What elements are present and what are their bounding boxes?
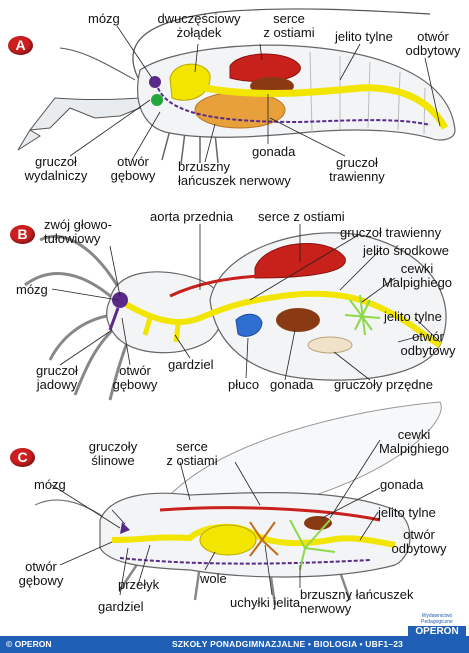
label-a-lancuszek: brzuszny łańcuszek nerwowy: [178, 160, 291, 188]
label-b-zwoj-line1: zwój głowo-: [44, 218, 112, 232]
panel-letter-a: A: [8, 36, 33, 55]
label-b-otwor-gebowy-line2: gębowy: [107, 378, 163, 392]
label-c-otwor-gebowy-line1: otwór: [14, 560, 68, 574]
label-b-cewki-line2: Malpighiego: [376, 276, 458, 290]
label-b-otwor-gebowy-line1: otwór: [107, 364, 163, 378]
label-a-gruczol-trawienny: gruczoł trawienny: [325, 156, 389, 184]
label-c-cewki-line1: cewki: [372, 428, 456, 442]
label-b-pluco: płuco: [228, 378, 259, 392]
label-b-serce: serce z ostiami: [258, 210, 345, 224]
label-a-gruczol-wydalniczy-line1: gruczoł: [16, 155, 96, 169]
label-a-zoladek-line2: żołądek: [150, 26, 248, 40]
label-a-mozg: mózg: [88, 12, 120, 26]
label-c-lancuszek: brzuszny łańcuszek nerwowy: [300, 588, 413, 616]
label-b-otwor-odbytowy-line2: odbytowy: [396, 344, 460, 358]
label-a-jelito-tylne: jelito tylne: [335, 30, 393, 44]
label-c-serce-line1: serce: [155, 440, 229, 454]
publisher-logo: Wydawnictwo Pedagogiczne OPERON: [408, 613, 466, 638]
panel-letter-b: B: [10, 225, 35, 244]
label-c-lancuszek-line2: nerwowy: [300, 602, 413, 616]
label-c-gruczoly-slinowe-line1: gruczoły: [82, 440, 144, 454]
label-a-serce: serce z ostiami: [258, 12, 320, 40]
label-c-otwor-gebowy: otwór gębowy: [14, 560, 68, 588]
label-c-serce: serce z ostiami: [155, 440, 229, 468]
label-b-cewki-line1: cewki: [376, 262, 458, 276]
label-b-jelito-tylne: jelito tylne: [384, 310, 442, 324]
footer-series: SZKOŁY PONADGIMNAZJALNE • BIOLOGIA • UBF…: [172, 636, 403, 653]
label-b-otwor-odbytowy-line1: otwór: [396, 330, 460, 344]
label-b-otwor-gebowy: otwór gębowy: [107, 364, 163, 392]
label-b-gruczol-jadowy-line1: gruczoł: [26, 364, 88, 378]
label-c-otwor-odbytowy: otwór odbytowy: [384, 528, 454, 556]
label-a-otwor-odbytowy-line2: odbytowy: [400, 44, 466, 58]
label-b-mozg: mózg: [16, 283, 48, 297]
label-a-gruczol-trawienny-line1: gruczoł: [325, 156, 389, 170]
label-c-serce-line2: z ostiami: [155, 454, 229, 468]
label-b-gruczoly-przedne: gruczoły przędne: [334, 378, 433, 392]
label-a-lancuszek-line1: brzuszny: [178, 160, 291, 174]
label-c-wole: wole: [200, 572, 227, 586]
label-c-otwor-gebowy-line2: gębowy: [14, 574, 68, 588]
label-b-zwoj: zwój głowo- tułowiowy: [44, 218, 112, 246]
label-c-jelito-tylne: jelito tylne: [378, 506, 436, 520]
label-c-otwor-odbytowy-line2: odbytowy: [384, 542, 454, 556]
label-b-gonada: gonada: [270, 378, 313, 392]
label-a-otwor-gebowy-line1: otwór: [105, 155, 161, 169]
label-c-cewki-line2: Malpighiego: [372, 442, 456, 456]
label-a-otwor-gebowy: otwór gębowy: [105, 155, 161, 183]
label-c-uchylki: uchyłki jelita: [230, 596, 300, 610]
label-b-zwoj-line2: tułowiowy: [44, 232, 112, 246]
label-c-gardziel: gardziel: [98, 600, 144, 614]
label-a-gruczol-trawienny-line2: trawienny: [325, 170, 389, 184]
label-a-zoladek-line1: dwuczęściowy: [150, 12, 248, 26]
label-c-gonada: gonada: [380, 478, 423, 492]
footer-bar: © OPERON SZKOŁY PONADGIMNAZJALNE • BIOLO…: [0, 636, 469, 653]
label-a-gruczol-wydalniczy-line2: wydalniczy: [16, 169, 96, 183]
label-a-lancuszek-line2: łańcuszek nerwowy: [178, 174, 291, 188]
label-a-serce-line1: serce: [258, 12, 320, 26]
label-c-lancuszek-line1: brzuszny łańcuszek: [300, 588, 413, 602]
label-a-gonada: gonada: [252, 145, 295, 159]
label-b-otwor-odbytowy: otwór odbytowy: [396, 330, 460, 358]
label-a-otwor-odbytowy: otwór odbytowy: [400, 30, 466, 58]
publisher-small-line2: Pedagogiczne: [408, 619, 466, 625]
footer-copyright: © OPERON: [6, 636, 51, 653]
label-c-otwor-odbytowy-line1: otwór: [384, 528, 454, 542]
label-b-cewki: cewki Malpighiego: [376, 262, 458, 290]
panel-letter-c: C: [10, 448, 35, 467]
label-b-gruczol-jadowy: gruczoł jadowy: [26, 364, 88, 392]
label-a-gruczol-wydalniczy: gruczoł wydalniczy: [16, 155, 96, 183]
label-a-serce-line2: z ostiami: [258, 26, 320, 40]
label-a-zoladek: dwuczęściowy żołądek: [150, 12, 248, 40]
label-c-cewki: cewki Malpighiego: [372, 428, 456, 456]
label-a-otwor-odbytowy-line1: otwór: [400, 30, 466, 44]
label-b-aorta: aorta przednia: [150, 210, 233, 224]
label-b-gruczol-jadowy-line2: jadowy: [26, 378, 88, 392]
label-a-otwor-gebowy-line2: gębowy: [105, 169, 161, 183]
label-b-jelito-srodkowe: jelito środkowe: [363, 244, 449, 258]
label-c-przelyk: przełyk: [118, 578, 159, 592]
label-c-gruczoly-slinowe: gruczoły ślinowe: [82, 440, 144, 468]
label-c-gruczoly-slinowe-line2: ślinowe: [82, 454, 144, 468]
label-c-mozg: mózg: [34, 478, 66, 492]
label-b-gruczol-trawienny: gruczoł trawienny: [340, 226, 441, 240]
label-b-gardziel: gardziel: [168, 358, 214, 372]
